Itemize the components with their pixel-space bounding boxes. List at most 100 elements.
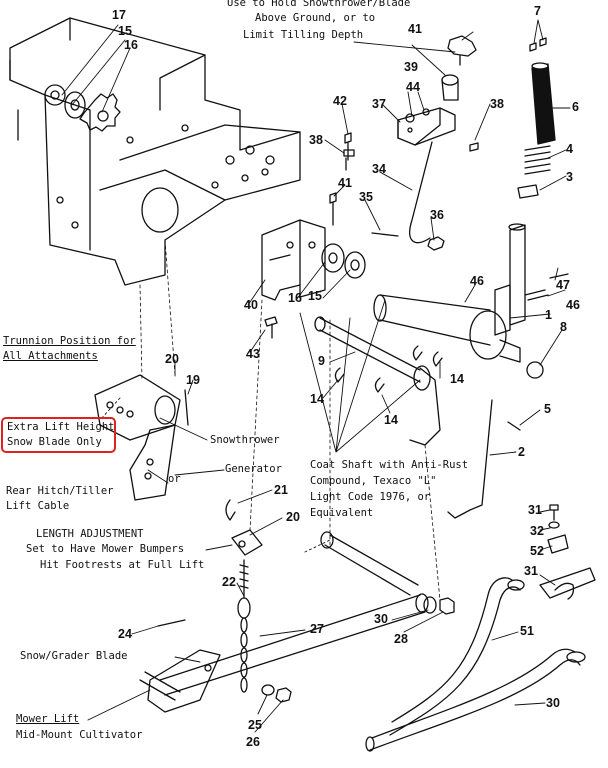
or-label: or (168, 473, 181, 485)
part-number: 8 (560, 320, 567, 334)
part-number: 40 (244, 298, 258, 312)
part-number: 31 (528, 503, 542, 517)
washers-28-29 (423, 596, 455, 615)
coat-shaft-line1: Coat Shaft with Anti-Rust (310, 459, 469, 471)
extra-lift-line2: Snow Blade Only (7, 436, 102, 448)
length-adjust-title: LENGTH ADJUSTMENT (36, 528, 144, 540)
tube-51 (389, 577, 525, 736)
part-number: 15 (308, 289, 322, 303)
rod-34 (409, 141, 433, 244)
chain-22 (237, 559, 251, 693)
part-number: 38 (490, 97, 504, 111)
part-number: 30 (546, 696, 560, 710)
washers-25-26 (261, 684, 292, 703)
part-number: 3 (566, 170, 573, 184)
part-number: 51 (520, 624, 534, 638)
part-number: 34 (372, 162, 386, 176)
part-number: 21 (274, 483, 288, 497)
part-number: 46 (566, 298, 580, 312)
length-adjust-line3: Hit Footrests at Full Lift (40, 559, 205, 571)
pin-48 (549, 273, 569, 279)
part-number: 17 (112, 8, 126, 22)
nut-36 (427, 236, 445, 251)
washers-15-16 (321, 243, 366, 279)
bolts (264, 132, 479, 339)
part-number: 2 (518, 445, 525, 459)
part-number: 46 (470, 274, 484, 288)
part-number: 14 (310, 392, 324, 406)
connector-20 (231, 529, 263, 556)
part-number: 16 (288, 291, 302, 305)
rear-hitch-line2: Lift Cable (6, 500, 70, 512)
leader-lines (61, 19, 571, 733)
coat-shaft-line2: Compound, Texaco "L" (310, 475, 437, 487)
part-number: 19 (186, 373, 200, 387)
mower-lift-label: Mower Lift (16, 713, 80, 725)
part-number: 14 (384, 413, 398, 427)
part-number: 27 (310, 622, 324, 636)
length-adjust-line2: Set to Have Mower Bumpers (26, 543, 185, 555)
mid-mount-label: Mid-Mount Cultivator (16, 729, 143, 741)
part-number: 22 (222, 575, 236, 589)
lift-shaft-1 (373, 223, 544, 379)
centerlines (139, 239, 441, 601)
part-number: 25 (248, 718, 262, 732)
snowthrower-label: Snowthrower (210, 434, 280, 446)
pin-35 (371, 232, 399, 237)
part-number: 7 (534, 4, 541, 18)
extra-lift-line1: Extra Lift Height (7, 421, 115, 433)
part-number: 26 (246, 735, 260, 749)
frame-bracket (9, 17, 301, 286)
part-number: 35 (359, 190, 373, 204)
snowthrower-note-line2: Above Ground, or to (255, 12, 376, 24)
part-number: 36 (430, 208, 444, 222)
pin-5 (507, 421, 521, 431)
part-number: 28 (394, 632, 408, 646)
part-number: 41 (338, 176, 352, 190)
part-number: 20 (286, 510, 300, 524)
part-number: 5 (544, 402, 551, 416)
handle-6 (529, 37, 556, 145)
bracket-41 (261, 219, 326, 301)
part-number: 52 (530, 544, 544, 558)
part-number: 1 (545, 308, 552, 322)
snowthrower-note-line1: Use to Hold Snowthrower/Blade (227, 0, 411, 9)
coat-shaft-line3: Light Code 1976, or (310, 491, 431, 503)
trunnion-line1: Trunnion Position for (3, 335, 136, 347)
part-number: 32 (530, 524, 544, 538)
part-number: 39 (404, 60, 418, 74)
part-number: 15 (118, 24, 132, 38)
part-number: 14 (450, 372, 464, 386)
part-number: 37 (372, 97, 386, 111)
part-number: 38 (309, 133, 323, 147)
part-number: 16 (124, 38, 138, 52)
part-number: 42 (333, 94, 347, 108)
generator-label: Generator (225, 463, 282, 475)
part-number: 44 (406, 80, 420, 94)
bracket-31 (539, 504, 596, 600)
rod-2 (447, 399, 493, 519)
part-number: 9 (318, 354, 325, 368)
shaft-9 (314, 316, 441, 446)
knob-assembly (397, 35, 477, 146)
highlight-box (1, 417, 116, 453)
cotter-pins-14 (334, 345, 443, 393)
part-number: 31 (524, 564, 538, 578)
rear-hitch-line1: Rear Hitch/Tiller (6, 485, 114, 497)
tube-30 (365, 648, 586, 752)
spring-4 (517, 145, 551, 199)
part-number: 6 (572, 100, 579, 114)
part-number: 4 (566, 142, 573, 156)
part-number: 30 (374, 612, 388, 626)
clip-21 (225, 499, 236, 521)
coat-shaft-line4: Equivalent (310, 507, 374, 519)
snow-grader-label: Snow/Grader Blade (20, 650, 128, 662)
part-number: 24 (118, 627, 132, 641)
hub-parts-upper (44, 84, 121, 132)
lift-bar-27 (139, 531, 429, 713)
part-number: 20 (165, 352, 179, 366)
part-number: 41 (408, 22, 422, 36)
snowthrower-note-line3: Limit Tilling Depth (243, 29, 364, 41)
